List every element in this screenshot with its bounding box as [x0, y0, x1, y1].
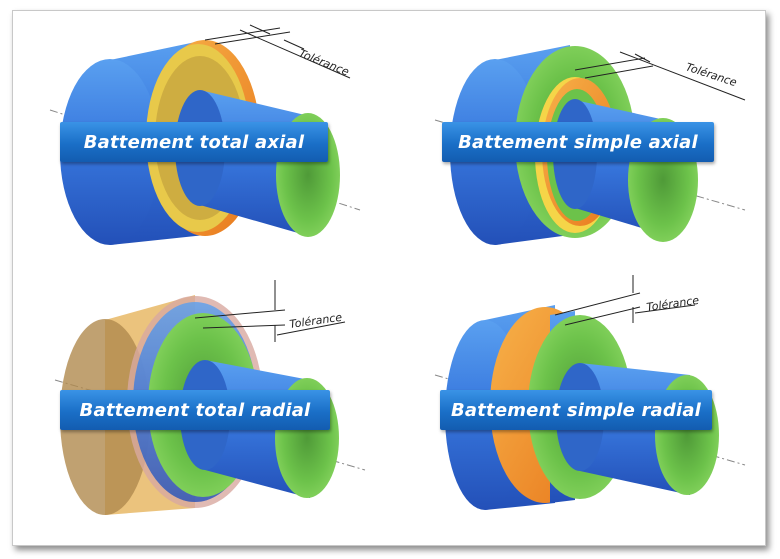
tolerance-label: Tolérance [297, 47, 351, 79]
tolerance-indicator [204, 24, 351, 79]
tolerance-label: Tolérance [684, 60, 739, 89]
label-total-radial: Battement total radial [60, 390, 330, 430]
label-total-axial: Battement total axial [60, 122, 328, 162]
tolerance-indicator [574, 51, 746, 101]
tolerance-indicator [194, 280, 346, 342]
label-simple-axial: Battement simple axial [442, 122, 714, 162]
tolerance-indicator [554, 275, 696, 326]
label-simple-radial: Battement simple radial [440, 390, 712, 430]
diagram-total-radial: Tolérance [54, 280, 366, 515]
tolerance-label: Tolérance [646, 294, 700, 314]
